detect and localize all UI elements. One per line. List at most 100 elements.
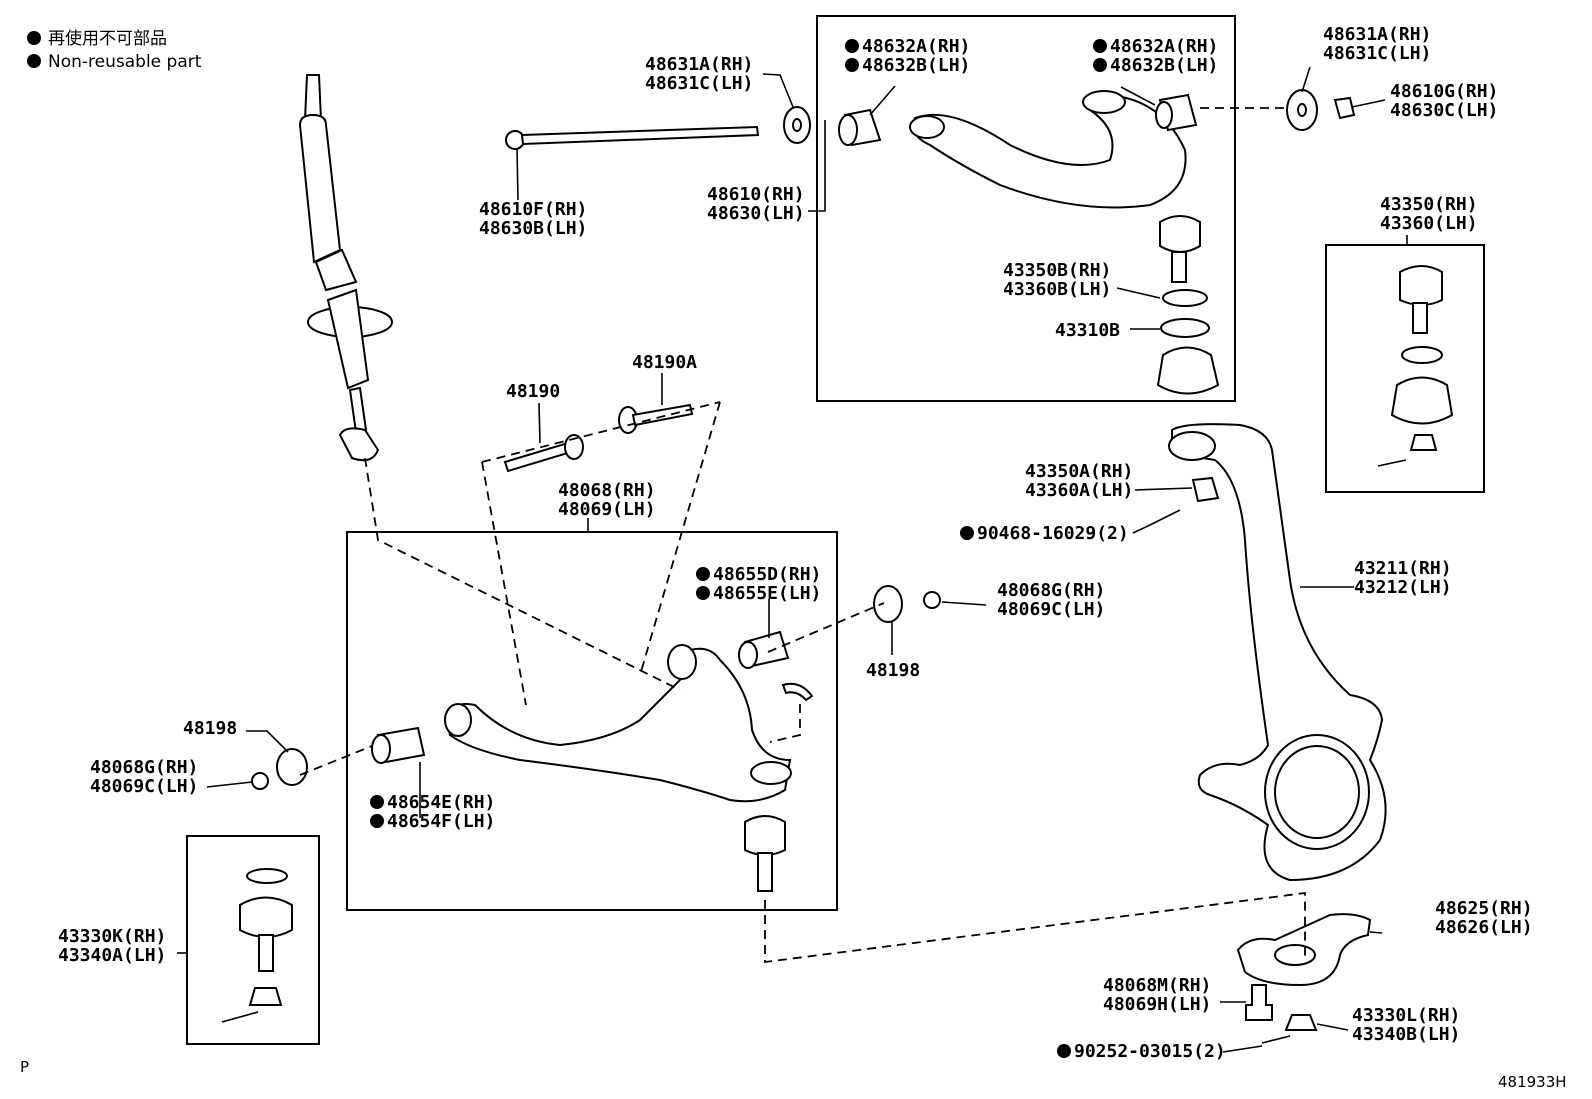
non-reusable-bullet-icon [370, 795, 384, 809]
cotter-pin-lower [1261, 1035, 1291, 1044]
part-number-label: 48655D(RH) [713, 564, 821, 585]
callout-p48632-right: 48632A(RH)48632B(LH) [1093, 36, 1218, 76]
part-number-label: 48068M(RH) [1103, 975, 1211, 996]
part-number-label: 90252-03015(2) [1074, 1041, 1226, 1062]
non-reusable-bullet-icon [960, 526, 974, 540]
part-number-label: 48069(LH) [558, 499, 656, 520]
part-number-label: 48632A(RH) [1110, 36, 1218, 57]
part-number-label: 48632B(LH) [862, 55, 970, 76]
callout-p48068g-left: 48068G(RH)48069C(LH) [90, 757, 198, 797]
upper-ball-joint-box [1325, 244, 1485, 493]
steering-knuckle [1168, 423, 1387, 882]
callout-p48610g: 48610G(RH)48630C(LH) [1390, 81, 1498, 121]
lower-nut-right [923, 591, 941, 609]
non-reusable-bullet-icon [370, 814, 384, 828]
lower-arm-box [346, 531, 838, 911]
lower-nut-left [251, 772, 269, 790]
callout-p48631a-right: 48631A(RH)48631C(LH) [1323, 24, 1431, 64]
callout-p48068: 48068(RH)48069(LH) [558, 480, 656, 520]
part-number-label: 48626(LH) [1435, 917, 1533, 938]
part-number-label: 48631C(LH) [645, 73, 753, 94]
part-number-label: 43310B [1055, 320, 1120, 341]
upper-control-arm [909, 90, 1187, 209]
part-number-label: 48610F(RH) [479, 199, 587, 220]
lower-arm-bushing-front [371, 726, 426, 764]
callout-p43350b: 43350B(RH)43360B(LH) [1003, 260, 1111, 300]
part-number-label: 43350B(RH) [1003, 260, 1111, 281]
shock-absorber [298, 74, 393, 462]
callout-p48654: 48654E(RH)48654F(LH) [370, 792, 495, 832]
callout-p48190a: 48190A [632, 352, 697, 373]
callout-p48655: 48655D(RH)48655E(LH) [696, 564, 821, 604]
lower-cam-bolt-48190a [618, 403, 694, 434]
legend: 再使用不可部品 Non-reusable part [27, 28, 202, 72]
part-number-label: 48654E(RH) [387, 792, 495, 813]
callout-p48625: 48625(RH)48626(LH) [1435, 898, 1533, 938]
upper-arm-bushing-right [1155, 93, 1198, 132]
callout-p43350a: 43350A(RH)43360A(LH) [1025, 461, 1133, 501]
callout-p48068m: 48068M(RH)48069H(LH) [1103, 975, 1211, 1015]
part-number-label: 43360A(LH) [1025, 480, 1133, 501]
cotter-pin-upper [1149, 509, 1181, 526]
ball-joint-kit [1377, 265, 1454, 467]
diagram-id-label: 481933H [1498, 1073, 1567, 1091]
callout-labels: 48631A(RH)48631C(LH) 48610F(RH)48630B(LH)… [58, 24, 1533, 1062]
part-number-label: 48069C(LH) [90, 776, 198, 797]
part-number-label: 48198 [183, 718, 237, 739]
dust-boot [1156, 346, 1220, 395]
castle-nut [1284, 1014, 1318, 1031]
lower-cam-bolt-48190 [503, 434, 584, 473]
part-number-label: 48632A(RH) [862, 36, 970, 57]
callout-p48198-left: 48198 [183, 718, 237, 739]
knuckle-arm-bolt [1245, 984, 1273, 1021]
upper-ball-joint-nut [1191, 476, 1220, 503]
part-number-label: 43340B(LH) [1352, 1024, 1460, 1045]
upper-arm-nut [1333, 96, 1356, 120]
corner-label-left: P [20, 1058, 29, 1076]
lower-control-arm [444, 644, 792, 803]
part-number-label: 48654F(LH) [387, 811, 495, 832]
ring-43310b [1160, 318, 1210, 338]
callout-p48190: 48190 [506, 381, 560, 402]
non-reusable-bullet-icon [1093, 39, 1107, 53]
leader-lines [177, 66, 1408, 1053]
upper-ball-joint [1159, 215, 1201, 283]
part-number-label: 48631C(LH) [1323, 43, 1431, 64]
callout-p43330k: 43330K(RH)43340A(LH) [58, 926, 166, 966]
callout-p43310b: 43310B [1055, 320, 1120, 341]
upper-arm-bushing-left [838, 108, 882, 147]
non-reusable-bullet-icon [1057, 1044, 1071, 1058]
part-number-label: 48630(LH) [707, 203, 805, 224]
part-number-label: 43211(RH) [1354, 558, 1452, 579]
part-number-label: 48069C(LH) [997, 599, 1105, 620]
callout-p48632-left: 48632A(RH)48632B(LH) [845, 36, 970, 76]
lower-ball-joint [744, 815, 786, 892]
lower-arm-bushing-rear [738, 630, 790, 669]
part-number-label: 48198 [866, 660, 920, 681]
part-number-label: 48632B(LH) [1110, 55, 1218, 76]
callout-p48610: 48610(RH)48630(LH) [707, 184, 805, 224]
part-number-label: 48630C(LH) [1390, 100, 1498, 121]
callout-p48198-right: 48198 [866, 660, 920, 681]
non-reusable-bullet-icon [696, 586, 710, 600]
lower-snap-ring [781, 682, 814, 702]
snap-ring [1162, 289, 1208, 307]
lower-ball-joint-box [186, 835, 320, 1045]
part-number-label: 48068G(RH) [90, 757, 198, 778]
part-number-label: 48068(RH) [558, 480, 656, 501]
lower-cam-plate-right [873, 585, 903, 623]
part-number-label: 43360(LH) [1380, 213, 1478, 234]
non-reusable-bullet-icon [845, 58, 859, 72]
part-number-label: 48190 [506, 381, 560, 402]
part-number-label: 43350(RH) [1380, 194, 1478, 215]
part-number-label: 48610G(RH) [1390, 81, 1498, 102]
callout-p48610f: 48610F(RH)48630B(LH) [479, 199, 587, 239]
part-number-label: 48190A [632, 352, 697, 373]
callout-p48631a-top: 48631A(RH)48631C(LH) [645, 54, 753, 94]
part-number-label: 48655E(LH) [713, 583, 821, 604]
part-number-label: 43340A(LH) [58, 945, 166, 966]
callout-p90468: 90468-16029(2) [960, 523, 1129, 544]
lower-cam-plate-left [276, 748, 308, 786]
part-number-label: 48630B(LH) [479, 218, 587, 239]
